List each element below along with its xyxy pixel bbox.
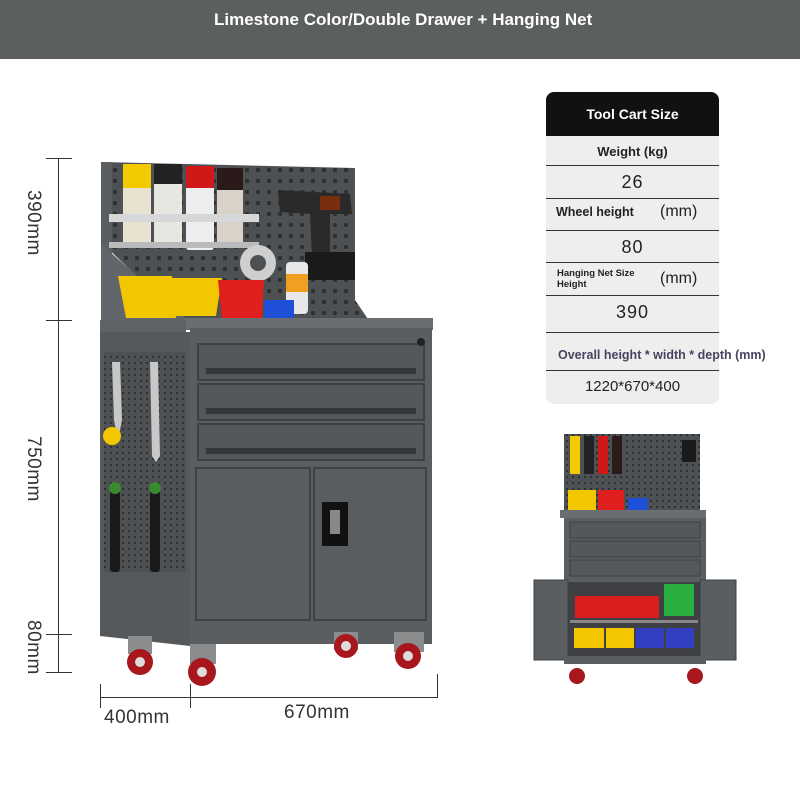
paint-cans	[109, 164, 259, 250]
cabinet-body	[190, 328, 432, 644]
size-card: Tool Cart Size Weight (kg) 26 Wheel heig…	[546, 92, 719, 404]
overall-value: 1220*670*400	[584, 378, 681, 395]
net-height-label: Hanging Net Size Height	[557, 268, 635, 290]
header-bar: Limestone Color/Double Drawer + Hanging …	[0, 0, 800, 59]
casters	[127, 632, 424, 686]
wheel-height-unit: (mm)	[660, 203, 698, 220]
dim-label-670: 670mm	[284, 702, 350, 723]
size-card-title: Tool Cart Size	[546, 92, 719, 136]
net-height-row: Hanging Net Size Height (mm)	[546, 266, 719, 294]
wheel-height-value: 80	[621, 237, 644, 257]
wheel-height-row: Wheel height (mm)	[546, 202, 719, 228]
dim-label-400: 400mm	[104, 707, 170, 728]
wheel-height-label: Wheel height	[556, 205, 634, 219]
page-title: Limestone Color/Double Drawer + Hanging …	[214, 10, 593, 29]
storage-bins	[118, 276, 294, 320]
work-surface	[100, 318, 433, 334]
net-height-unit: (mm)	[660, 270, 698, 287]
drill	[278, 190, 355, 280]
open-cart-image	[533, 434, 737, 684]
weight-label: Weight (kg)	[597, 144, 668, 159]
weight-value: 26	[621, 172, 644, 192]
overall-label: Overall height * width * depth (mm)	[558, 348, 766, 362]
side-pegboard	[100, 332, 190, 646]
net-height-value: 390	[615, 302, 650, 322]
